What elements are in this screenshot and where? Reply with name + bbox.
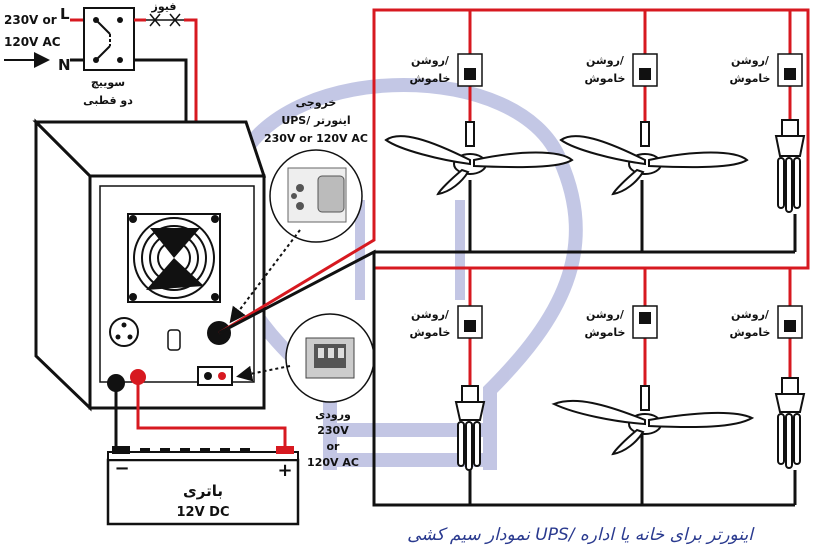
- battery: − + باتری 12V DC: [106, 446, 300, 526]
- cooling-fan-icon: [127, 213, 221, 303]
- switch-label-b1b: خاموش: [410, 326, 451, 339]
- power-source: 230V or 120V AC L N: [4, 5, 71, 74]
- double-pole-switch: [83, 7, 135, 71]
- source-voltage-line1: 230V or: [4, 13, 57, 27]
- wall-switch-top-3: [777, 53, 803, 87]
- ups-input-voltage-3: 120V AC: [307, 456, 359, 469]
- ups-input-voltage-2: or: [327, 440, 341, 453]
- switch-label-line2: دو قطبی: [83, 94, 133, 107]
- switch-label-t1b: خاموش: [410, 72, 451, 85]
- wall-switch-top-2: [632, 53, 658, 87]
- switch-label-b2a: روشن/: [586, 308, 625, 321]
- neutral-output-bus: [218, 249, 795, 507]
- ups-output-callout: خروجی UPS/ اینورتر 230V or 120V AC: [264, 96, 368, 243]
- ups-cabinet: [32, 118, 267, 412]
- switch-label-b2b: خاموش: [585, 326, 626, 339]
- switch-label-t2b: خاموش: [585, 72, 626, 85]
- switch-label-t1a: روشن/: [411, 54, 450, 67]
- switch-label-line1: سوییچ: [91, 76, 125, 89]
- ceiling-fan-icon: [384, 121, 574, 196]
- wall-switch-top-1: [457, 53, 483, 87]
- source-voltage-line2: 120V AC: [4, 35, 61, 49]
- wall-switch-bottom-3: [777, 305, 803, 339]
- ceiling-fan-icon: [551, 385, 755, 456]
- cfl-bulb-icon: [774, 377, 806, 469]
- output-pointer-arrow-icon: [229, 229, 301, 324]
- fuse-label: فیوز: [151, 0, 177, 13]
- cfl-bulb-icon: [774, 119, 806, 213]
- ups-input-voltage-1: 230V: [317, 424, 349, 437]
- battery-positive-sign: +: [277, 460, 292, 481]
- ups-output-voltage: 230V or 120V AC: [264, 132, 368, 145]
- ups-output-subtitle: UPS/ اینورتر: [281, 114, 350, 127]
- ups-input-terminal-block: [197, 366, 233, 386]
- switch-label-t3a: روشن/: [731, 54, 770, 67]
- ups-output-socket-icon: [109, 317, 139, 347]
- wall-switch-bottom-1: [457, 305, 483, 339]
- switch-label-b1a: روشن/: [411, 308, 450, 321]
- ups-output-title: خروجی: [296, 96, 337, 109]
- switch-label-b3b: خاموش: [730, 326, 771, 339]
- ceiling-fan-icon: [559, 121, 749, 196]
- switch-label-t2a: روشن/: [586, 54, 625, 67]
- cfl-bulb-icon: [454, 385, 486, 471]
- battery-title: باتری: [183, 482, 223, 500]
- live-label: L: [60, 5, 70, 23]
- wall-switch-bottom-2: [632, 305, 658, 339]
- power-button-icon: [167, 329, 181, 351]
- ups-input-title: ورودی: [315, 408, 351, 421]
- neutral-label: N: [58, 56, 71, 74]
- switch-label-b3a: روشن/: [731, 308, 770, 321]
- diagram-caption: نمودار سیم کشی UPS/ اینورتر برای خانه یا…: [407, 525, 755, 545]
- ups-input-callout: ورودی 230V or 120V AC: [285, 313, 375, 469]
- input-pointer-arrow-icon: [236, 365, 291, 382]
- battery-pos-wire: [136, 377, 287, 446]
- battery-negative-sign: −: [114, 458, 129, 479]
- battery-voltage: 12V DC: [176, 505, 229, 520]
- live-output-bus: [218, 8, 810, 335]
- fuse-icon: [146, 13, 184, 27]
- switch-label-t3b: خاموش: [730, 72, 771, 85]
